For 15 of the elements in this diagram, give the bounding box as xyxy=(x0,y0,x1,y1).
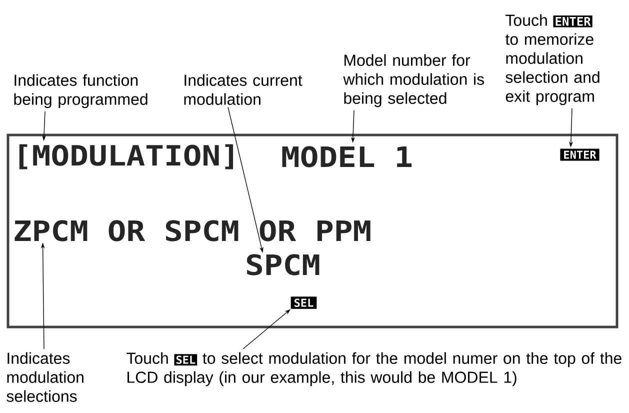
display-text: MODEL 1 xyxy=(282,146,412,168)
key-label: ENTER xyxy=(553,16,592,28)
callout-text: Indicates function being programmed xyxy=(14,74,148,108)
callout-text: Touch SEL to select modulation for the model numer on the top of the LCD display (in our example, this would be MODEL 1) xyxy=(126,352,622,386)
key-label: SEL xyxy=(174,354,198,366)
lcd-display xyxy=(6,134,618,328)
display-text: [MODULATION] xyxy=(19,144,234,170)
display-text: SPCM xyxy=(246,254,320,276)
key-label: ENTER xyxy=(560,148,600,161)
callout-text: Touch ENTER to memorize modulation selection and exit program xyxy=(505,14,600,106)
display-text: ZPCM OR SPCM OR PPM xyxy=(14,220,370,242)
callout-text: Model number for which modulation is being selected xyxy=(343,54,484,108)
callout-text: Indicates modulation selections xyxy=(6,352,84,402)
key-label: SEL xyxy=(290,296,317,309)
callout-text: Indicates current modulation xyxy=(184,74,302,105)
